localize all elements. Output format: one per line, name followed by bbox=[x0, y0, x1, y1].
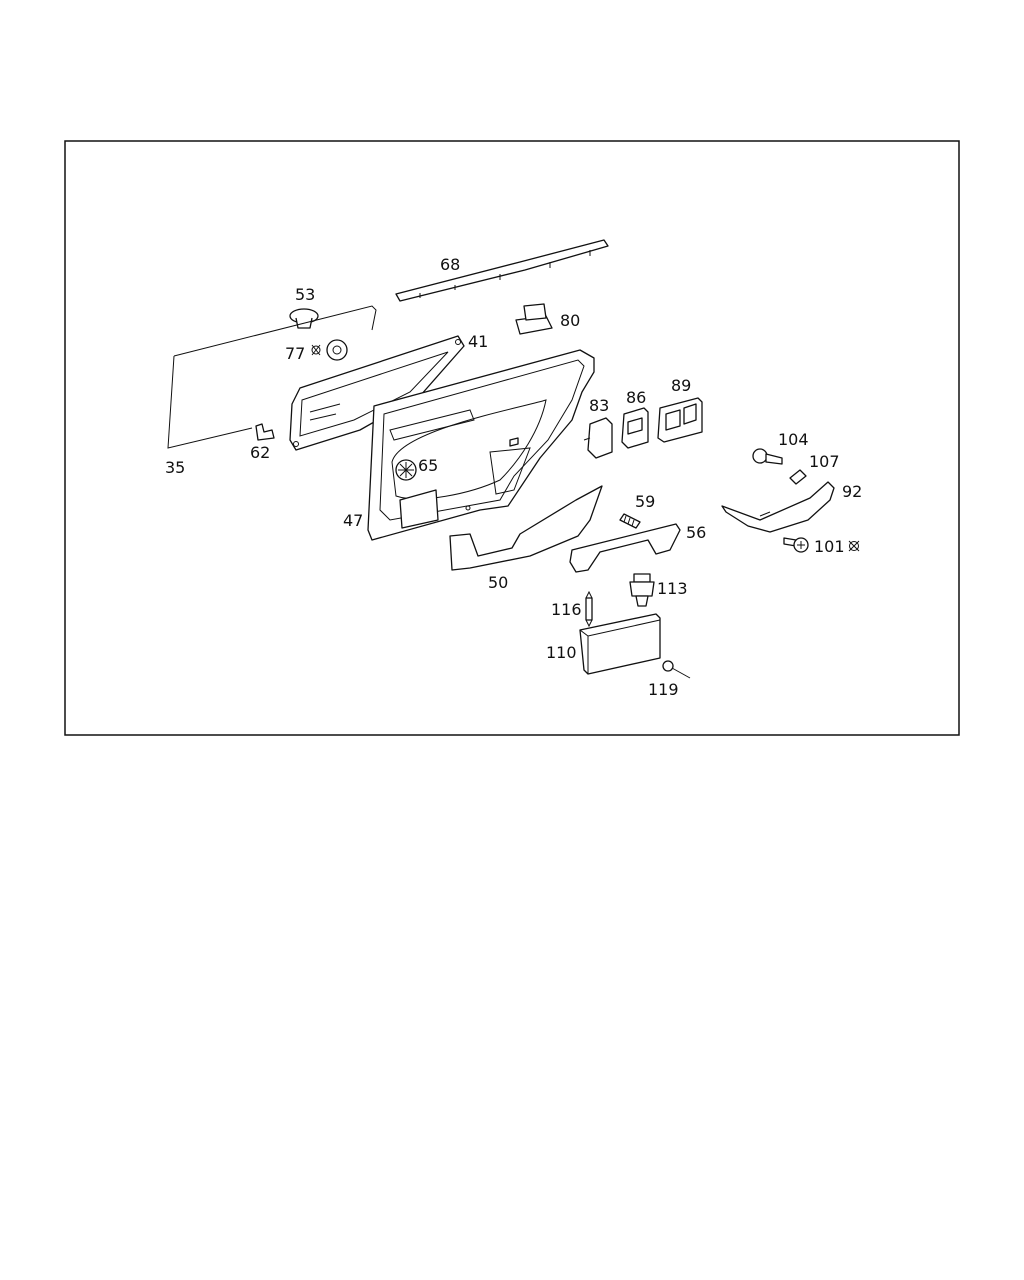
part-86-switch-bezel bbox=[621, 407, 649, 449]
callout-80: 80 bbox=[560, 311, 580, 330]
no-reuse-icon bbox=[311, 344, 321, 356]
callout-83: 83 bbox=[589, 396, 609, 415]
part-101-screw bbox=[783, 537, 860, 553]
part-119-screw bbox=[662, 660, 691, 679]
part-113-lamp-socket bbox=[629, 573, 655, 607]
part-35-vapor-barrier bbox=[167, 305, 377, 449]
callout-89: 89 bbox=[671, 376, 691, 395]
callout-53: 53 bbox=[295, 285, 315, 304]
part-116-bulb bbox=[585, 590, 593, 628]
callout-77: 77 bbox=[285, 344, 305, 363]
callout-110: 110 bbox=[546, 643, 577, 662]
callout-68: 68 bbox=[440, 255, 460, 274]
part-47-door-panel bbox=[367, 349, 595, 541]
part-68-trim-strip bbox=[395, 239, 609, 302]
diagram-frame bbox=[64, 140, 960, 736]
callout-116: 116 bbox=[551, 600, 582, 619]
part-56-armrest-trim bbox=[569, 523, 681, 573]
callout-62: 62 bbox=[250, 443, 270, 462]
callout-41: 41 bbox=[468, 332, 488, 351]
part-107-clip bbox=[789, 469, 807, 485]
callout-59: 59 bbox=[635, 492, 655, 511]
callout-labels: 68 53 80 77 41 83 86 89 35 62 65 104 107… bbox=[165, 255, 862, 699]
no-reuse-icon bbox=[848, 540, 860, 552]
callout-56: 56 bbox=[686, 523, 706, 542]
callout-113: 113 bbox=[657, 579, 688, 598]
part-77-grommet bbox=[311, 339, 348, 361]
part-80-bracket bbox=[515, 303, 553, 335]
callout-86: 86 bbox=[626, 388, 646, 407]
part-62-clip bbox=[255, 423, 275, 441]
part-65-speaker-grille bbox=[395, 459, 417, 481]
part-50-lower-trim bbox=[449, 485, 603, 571]
part-89-switch-bezel bbox=[657, 397, 703, 443]
part-83-switch-cover bbox=[583, 417, 613, 459]
part-92-grab-handle bbox=[721, 481, 835, 533]
callout-107: 107 bbox=[809, 452, 840, 471]
callout-104: 104 bbox=[778, 430, 809, 449]
callout-47: 47 bbox=[343, 511, 363, 530]
part-104-screw bbox=[752, 448, 783, 465]
part-110-lamp-lens bbox=[579, 613, 661, 675]
callout-101: 101 bbox=[814, 537, 845, 556]
callout-50: 50 bbox=[488, 573, 508, 592]
callout-119: 119 bbox=[648, 680, 679, 699]
callout-92: 92 bbox=[842, 482, 862, 501]
callout-35: 35 bbox=[165, 458, 185, 477]
callout-65: 65 bbox=[418, 456, 438, 475]
part-41-carrier-frame bbox=[289, 335, 465, 451]
part-59-spring bbox=[619, 513, 641, 529]
